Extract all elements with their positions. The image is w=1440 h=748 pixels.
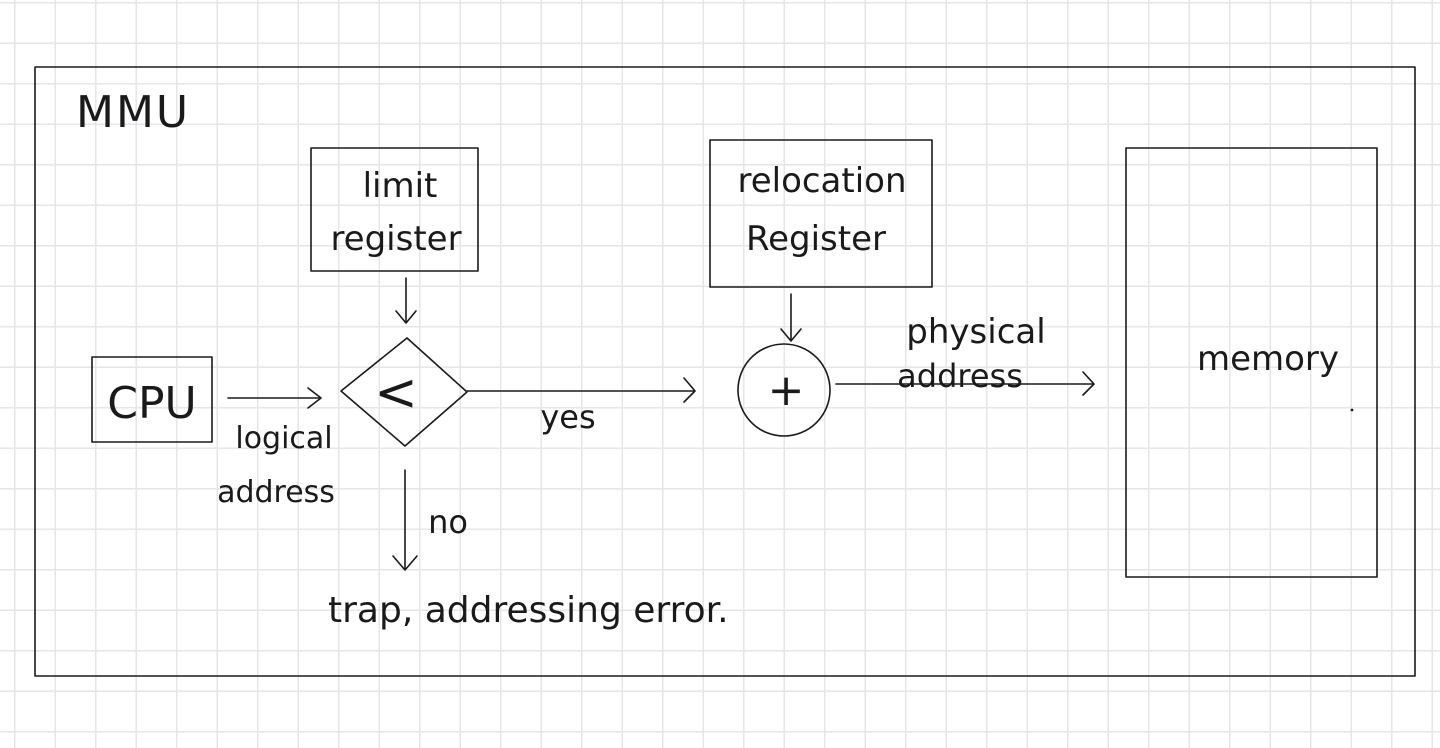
no-label: no (428, 503, 468, 541)
yes-arrowhead (683, 377, 696, 403)
physical-address-arrowhead (1082, 371, 1095, 396)
limit-register-label-line2: register (330, 219, 461, 259)
mmu-label: MMU (76, 87, 190, 138)
mmu-boundary-box (34, 66, 1416, 677)
limit-register-label-line1: limit (363, 166, 438, 206)
memory-dot (1350, 408, 1354, 412)
cpu-label: CPU (107, 378, 196, 429)
physical-address-label-line2: address (897, 357, 1023, 395)
memory-label: memory (1197, 339, 1339, 379)
adder-circle (737, 343, 831, 437)
relocation-register-box (709, 139, 933, 288)
trap-addressing-error-label: trap, addressing error. (328, 590, 729, 631)
logical-address-arrowhead (307, 387, 322, 409)
memory-box (1125, 147, 1378, 578)
yes-label: yes (540, 398, 595, 436)
comparator-diamond (340, 337, 468, 447)
comparator-symbol: < (374, 363, 418, 423)
relocation-register-label-line1: relocation (737, 161, 906, 201)
relocation-to-adder-arrowhead (780, 328, 802, 342)
adder-symbol: + (768, 365, 805, 416)
no-arrowhead (392, 555, 418, 571)
cpu-box (91, 356, 213, 443)
limit-register-box (310, 147, 479, 272)
relocation-register-label-line2: Register (746, 219, 886, 259)
limit-to-comparator-arrowhead (395, 310, 417, 324)
physical-address-label-line1: physical (906, 312, 1045, 352)
logical-address-label-line1: logical (235, 421, 332, 456)
logical-address-label-line2: address (217, 475, 335, 510)
